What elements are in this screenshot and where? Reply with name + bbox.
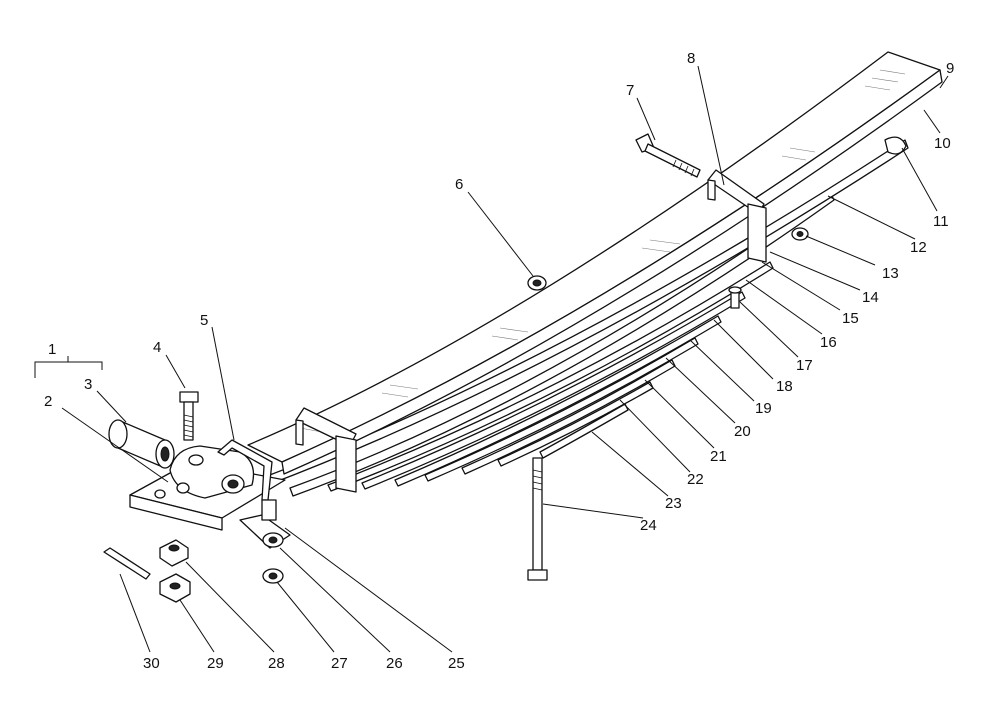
callout-labels: 1 2 3 4 5 6 7 8 9 10 11 12 13 14 15 16 1… (44, 50, 954, 672)
callout-1: 1 (48, 341, 56, 358)
spring-leaf-second-main (261, 139, 909, 487)
bolt-17-part (728, 286, 742, 309)
callout-3: 3 (84, 376, 92, 393)
callout-6: 6 (455, 176, 463, 193)
callout-13: 13 (882, 265, 899, 282)
nut-13-part (791, 227, 809, 241)
cotter-pin-30-part (103, 547, 151, 580)
leader-lines (34, 65, 949, 653)
bolt-7-part (635, 133, 701, 178)
bracket-boss-bore-inner (227, 479, 239, 489)
callout-29: 29 (207, 655, 224, 672)
spring-leaf-2 (289, 191, 835, 497)
spring-leaf-4 (361, 291, 746, 490)
rear-eye-hook (884, 136, 907, 155)
nut-26-part (262, 532, 284, 548)
callout-8: 8 (687, 50, 695, 67)
callout-11: 11 (933, 213, 949, 230)
leaf-surface-shading (299, 69, 906, 433)
callout-28: 28 (268, 655, 285, 672)
callout-12: 12 (910, 239, 927, 256)
castle-nut-29-part (159, 573, 191, 603)
callout-2: 2 (44, 393, 52, 410)
bushing-part (108, 419, 175, 469)
callout-15: 15 (842, 310, 859, 327)
washer-27-part (262, 568, 284, 584)
mounting-bolt-hole (176, 482, 190, 494)
callout-5: 5 (200, 312, 208, 329)
callout-20: 20 (734, 423, 751, 440)
nut-6-part (527, 275, 547, 291)
bracket-top-hole (188, 454, 204, 466)
mounting-bolt-hole-2 (154, 489, 166, 499)
callout-9: 9 (946, 60, 954, 77)
callout-18: 18 (776, 378, 793, 395)
callout-7: 7 (626, 82, 634, 99)
bolt-4-part (179, 391, 199, 441)
rebound-clip-front (295, 407, 357, 493)
callout-14: 14 (862, 289, 879, 306)
center-bolt-24-part (527, 457, 548, 581)
callout-27: 27 (331, 655, 348, 672)
callout-25: 25 (448, 655, 465, 672)
callout-17: 17 (796, 357, 813, 374)
callout-22: 22 (687, 471, 704, 488)
callout-19: 19 (755, 400, 772, 417)
spring-leaf-6 (424, 337, 699, 482)
leaf-spring-pack (247, 51, 943, 497)
spring-leaf-9 (539, 403, 629, 459)
spring-leaf-5 (394, 315, 722, 487)
callout-26: 26 (386, 655, 403, 672)
spring-leaf-3 (327, 261, 774, 492)
callout-16: 16 (820, 334, 837, 351)
mounting-base-plate-edge (129, 494, 223, 531)
callout-10: 10 (934, 135, 951, 152)
callout-4: 4 (153, 339, 161, 356)
callout-24: 24 (640, 517, 657, 534)
callout-30: 30 (143, 655, 160, 672)
rebound-clip-rear (707, 169, 767, 263)
u-clamp-front (217, 439, 277, 521)
callout-21: 21 (710, 448, 727, 465)
nut-28-part (159, 539, 189, 567)
callout-23: 23 (665, 495, 682, 512)
